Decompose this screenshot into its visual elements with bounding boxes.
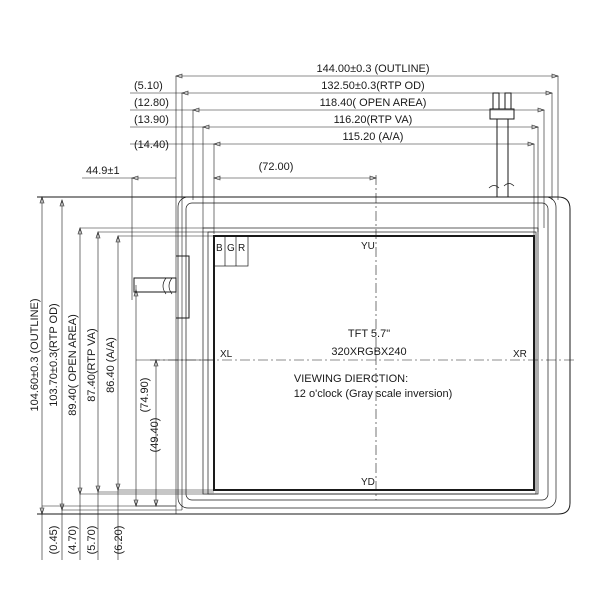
dim-bottom-3: (6.20) (113, 526, 125, 555)
pixel-g-label: G (227, 243, 235, 254)
viewing-direction-detail: 12 o'clock (Gray scale inversion) (294, 388, 453, 400)
dim-center-y: (49.40) (149, 418, 161, 453)
top-dimension-lines (82, 73, 559, 181)
dim-aa-height: 86.40 (A/A) (105, 337, 117, 393)
tft-size-label: TFT 5.7" (348, 328, 390, 340)
dim-outline-width: 144.00±0.3 (OUTLINE) (316, 63, 429, 75)
resolution-label: 320XRGBX240 (331, 346, 406, 358)
dim-aa-width: 115.20 (A/A) (343, 131, 404, 143)
fpc-connector (488, 92, 515, 197)
dim-rtp-od-height: 103.70±0.3(RTP OD) (48, 303, 60, 406)
dim-bottom-2: (5.70) (86, 526, 98, 555)
dim-outline-height: 104.60±0.3 (OUTLINE) (29, 298, 41, 411)
left-dimension-labels: 104.60±0.3 (OUTLINE) 103.70±0.3(RTP OD) … (29, 298, 161, 554)
dim-rtp-od-width: 132.50±0.3(RTP OD) (321, 80, 424, 92)
dim-offset-aa: (14.40) (134, 139, 169, 151)
xl-label: XL (220, 349, 233, 360)
dim-offset-rtp-va: (13.90) (134, 114, 169, 126)
dim-bar-height: (74.90) (139, 378, 151, 413)
module-outline (37, 196, 571, 515)
viewing-direction-title: VIEWING DIERCTION: (294, 373, 408, 385)
yu-label: YU (361, 241, 375, 252)
dim-open-area-width: 118.40( OPEN AREA) (320, 97, 427, 109)
pixel-b-label: B (216, 243, 223, 254)
pixel-r-label: R (238, 243, 245, 254)
left-dimension-lines (39, 196, 176, 560)
dim-rtp-va-width: 116.20(RTP VA) (334, 114, 413, 126)
yd-label: YD (361, 477, 375, 488)
dim-bottom-0: (0.45) (48, 526, 60, 555)
dim-center-x: (72.00) (259, 161, 294, 173)
vertical-reference-lines (131, 76, 559, 514)
display-panel: B G R YU YD XL XR TFT 5.7" 320XRGBX240 V… (150, 175, 575, 500)
dim-open-area-height: 89.40( OPEN AREA) (67, 314, 79, 416)
dim-offset-outline: (5.10) (134, 80, 163, 92)
top-dimension-labels: 144.00±0.3 (OUTLINE) 132.50±0.3(RTP OD) … (86, 63, 430, 177)
xr-label: XR (513, 349, 527, 360)
dim-bottom-1: (4.70) (67, 526, 79, 555)
side-fpc-tab (133, 255, 190, 319)
dim-fpc-position: 44.9±1 (86, 165, 120, 177)
dim-offset-open-area: (12.80) (134, 97, 169, 109)
dim-rtp-va-height: 87.40(RTP VA) (86, 328, 98, 401)
